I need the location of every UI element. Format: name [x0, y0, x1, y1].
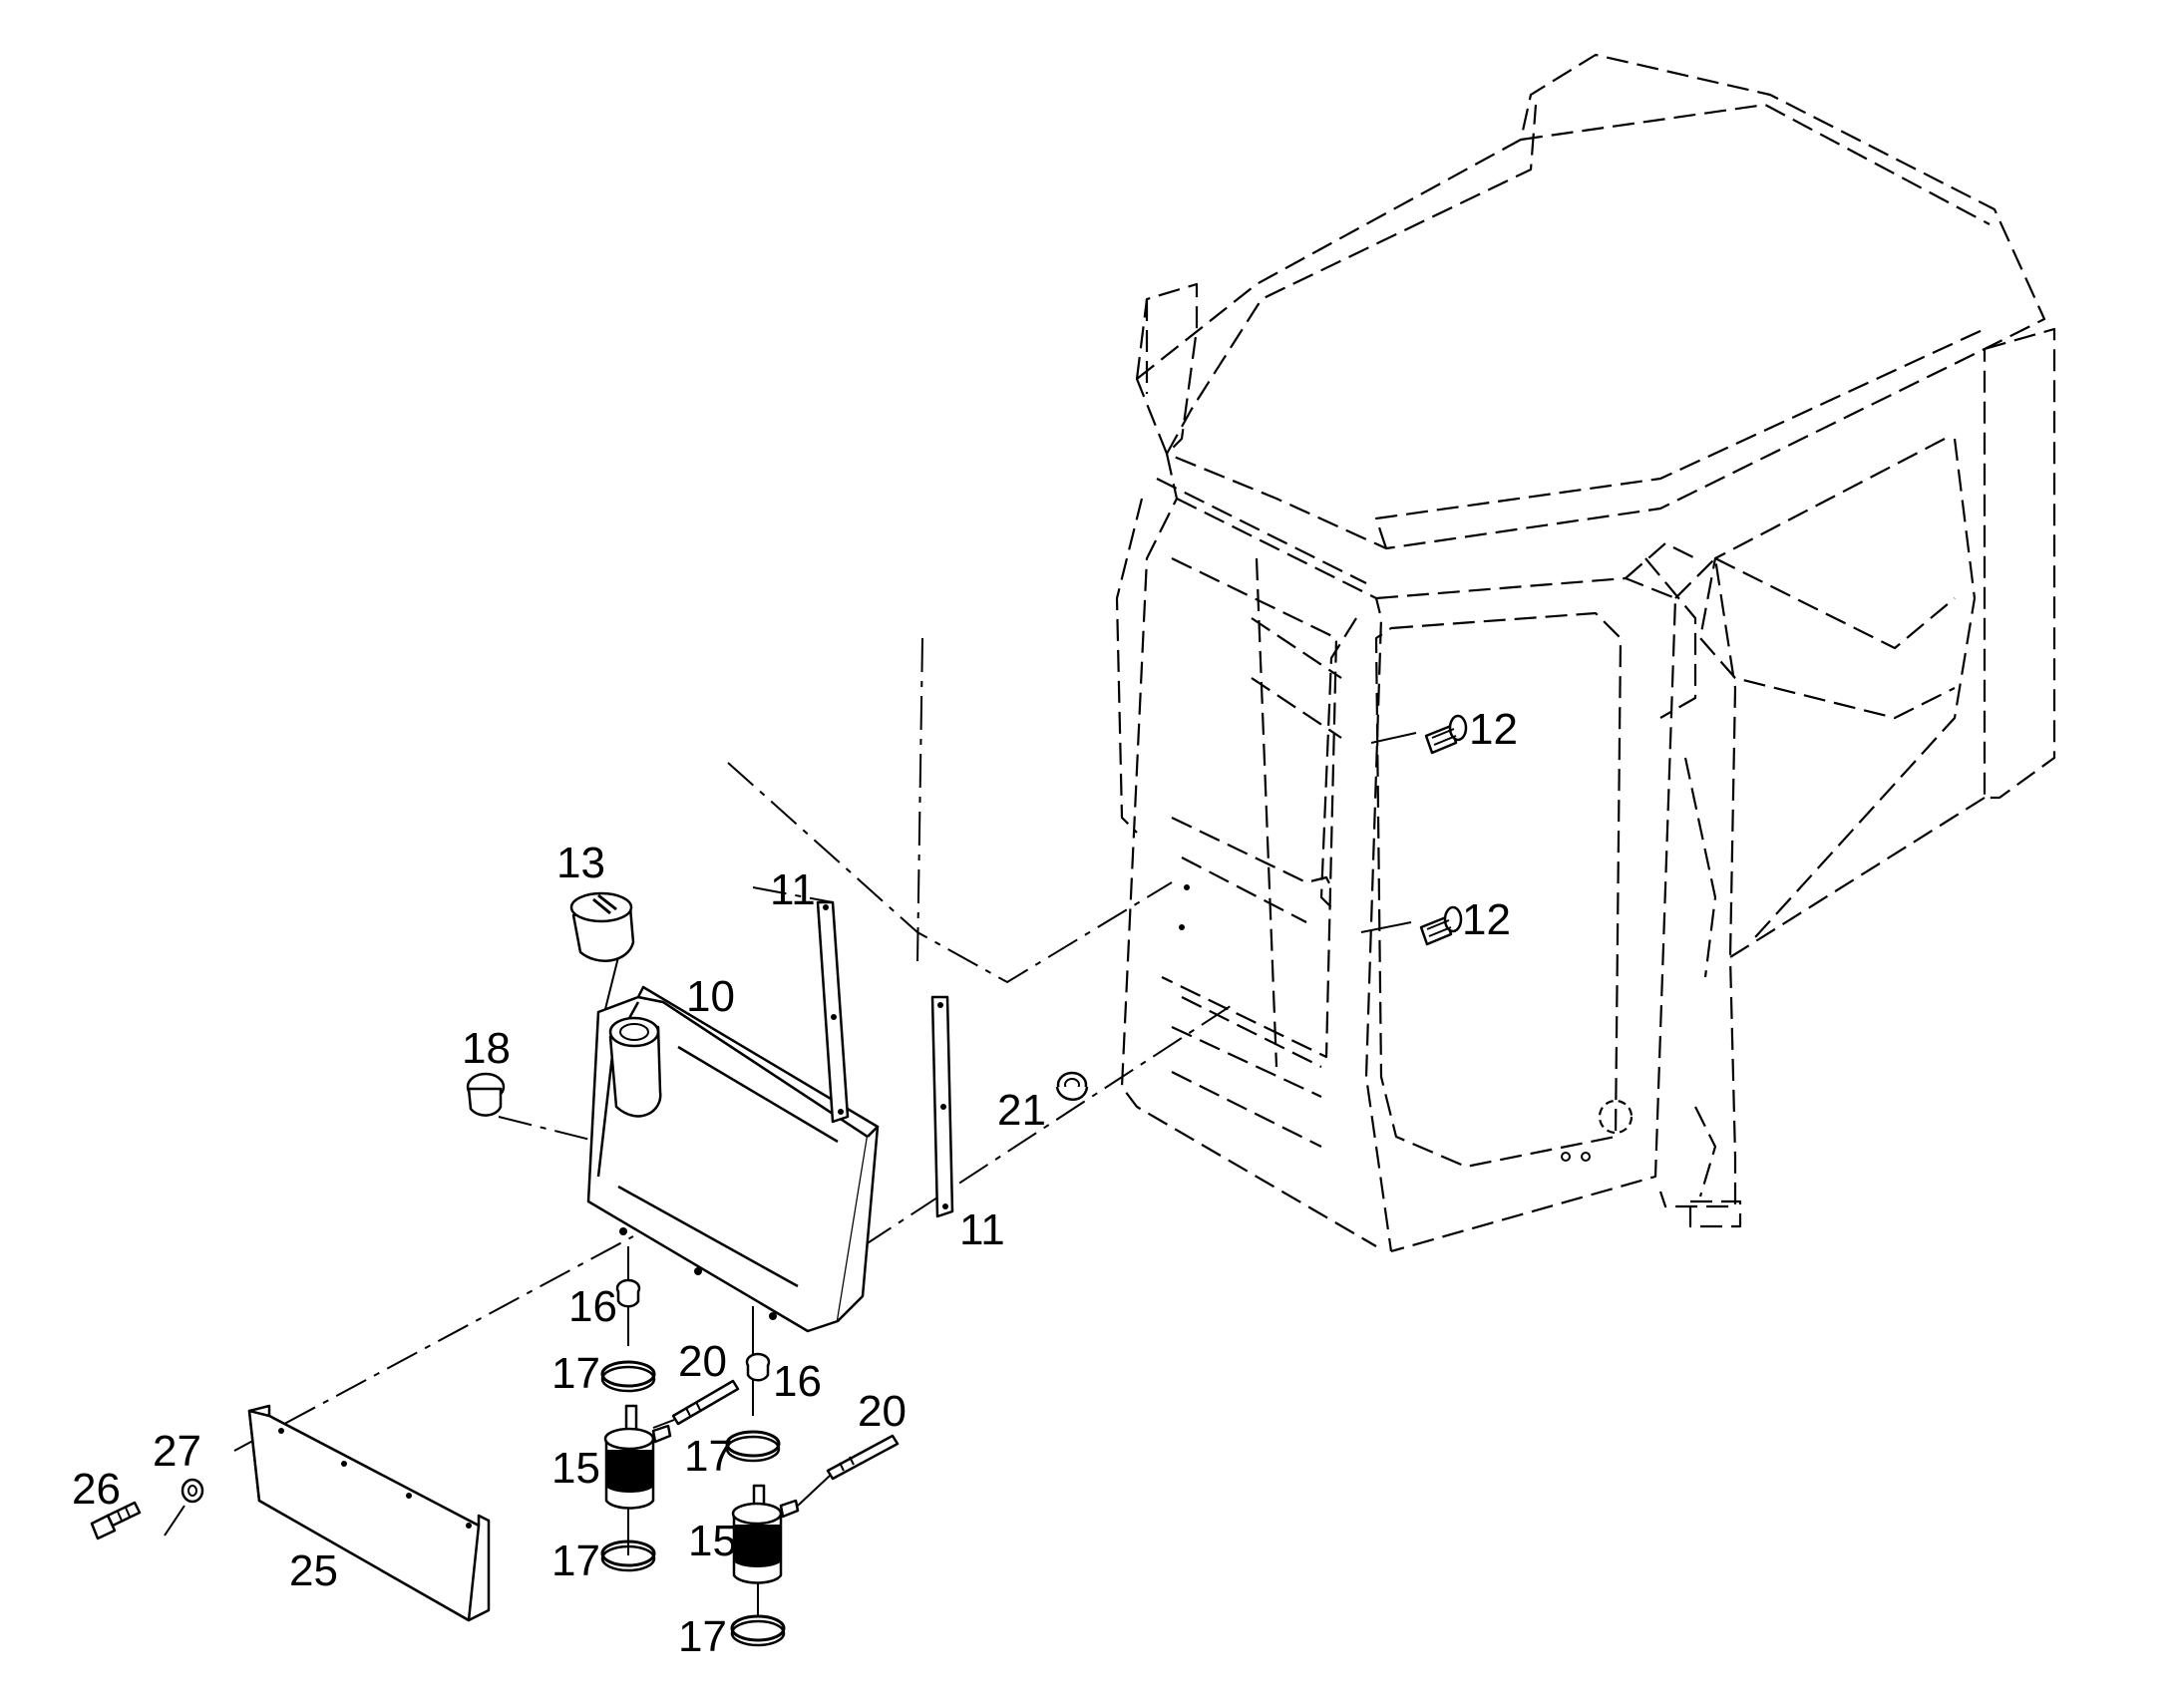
washer — [181, 1478, 204, 1504]
hose-clamp-2 — [725, 1430, 781, 1463]
callout-17-3: 17 — [551, 1537, 600, 1585]
filler-cap — [569, 891, 635, 962]
hose-clamp-3 — [600, 1539, 656, 1572]
fitting-left — [615, 1278, 641, 1308]
reservoir-tank — [586, 985, 880, 1333]
hose-clamp-4 — [730, 1614, 786, 1647]
callout-25: 25 — [289, 1546, 338, 1595]
washer-pump-left — [603, 1404, 672, 1510]
grommet — [1055, 1071, 1089, 1101]
hose-left — [652, 1379, 740, 1429]
callout-17-4: 17 — [678, 1612, 727, 1661]
callout-18: 18 — [462, 1024, 511, 1073]
screw — [90, 1501, 142, 1540]
callout-27: 27 — [153, 1427, 201, 1476]
callout-17-2: 17 — [684, 1432, 733, 1481]
callout-11-upper: 11 — [770, 865, 816, 914]
drain-plug — [466, 1072, 506, 1117]
callout-15-left: 15 — [551, 1444, 600, 1493]
callout-21: 21 — [997, 1086, 1046, 1135]
callout-16-right: 16 — [773, 1357, 822, 1406]
callout-20-right: 20 — [858, 1387, 907, 1436]
mounting-strap-upper — [816, 900, 850, 1124]
callout-20-left: 20 — [678, 1337, 727, 1386]
callout-12-lower: 12 — [1462, 895, 1511, 944]
bolt-lower — [1419, 905, 1463, 946]
callout-11-lower: 11 — [959, 1205, 1005, 1254]
fitting-right — [745, 1352, 771, 1382]
bolt-upper — [1424, 714, 1468, 755]
cover-plate — [247, 1404, 491, 1622]
callout-labels: 10 11 11 12 12 13 15 15 16 16 17 17 17 1… — [72, 705, 1518, 1661]
callout-15-right: 15 — [688, 1517, 737, 1565]
hose-clamp-1 — [600, 1360, 656, 1393]
callout-17-1: 17 — [551, 1349, 600, 1398]
hose-right — [797, 1434, 900, 1507]
callout-26: 26 — [72, 1465, 121, 1514]
callout-12-upper: 12 — [1469, 705, 1518, 754]
callout-10: 10 — [686, 972, 735, 1021]
washer-pump-right — [731, 1484, 800, 1584]
cab-phantom-outline — [1115, 53, 2056, 1253]
callout-16-left: 16 — [568, 1282, 617, 1331]
assembly-leader-lines — [164, 637, 1417, 1615]
callout-13: 13 — [556, 839, 605, 887]
mounting-strap-lower — [930, 995, 954, 1218]
